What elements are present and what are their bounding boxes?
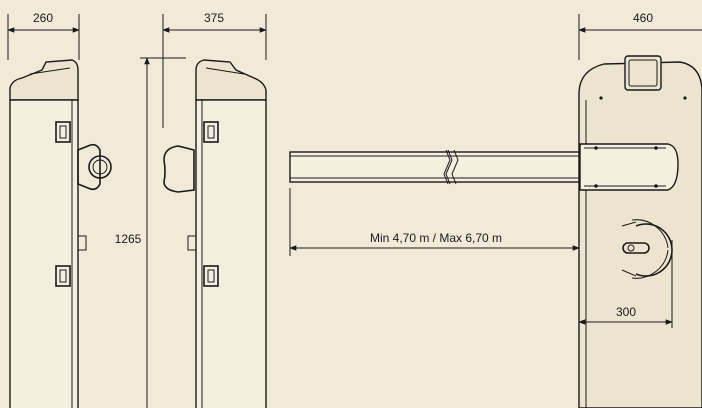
dimension-label-beam-length: Min 4,70 m / Max 6,70 m (370, 231, 502, 245)
cabinet-head-front (578, 61, 702, 408)
dimension-label-260: 260 (33, 11, 53, 25)
dimension-width-260: 260 (7, 11, 80, 60)
dimension-pivot-300: 300 (578, 240, 673, 328)
dimension-width-375: 375 (162, 11, 267, 128)
cabinet-body-middle (195, 99, 267, 408)
dimension-width-460: 460 (578, 11, 702, 60)
slot-lower-middle (203, 265, 219, 287)
side-view-left: 260 (7, 11, 112, 408)
front-view: Min 4,70 m / Max 6,70 m 460 (289, 11, 702, 408)
dimension-label-300: 300 (616, 305, 636, 319)
dimension-label-460: 460 (633, 11, 653, 25)
cabinet-cap (9, 59, 79, 101)
warning-lamp (624, 55, 662, 91)
slot-lower (55, 265, 71, 287)
barrier-beam (289, 149, 585, 185)
cabinet-cap-middle (195, 59, 267, 101)
cabinet-body (9, 99, 79, 408)
side-view-middle: 375 (162, 11, 267, 408)
hub-middle (163, 145, 195, 193)
dimension-beam-length: Min 4,70 m / Max 6,70 m (289, 188, 580, 256)
beam-mount-plate (579, 143, 679, 191)
dimension-height-1265: 1265 (115, 57, 186, 408)
dimension-label-375: 375 (204, 11, 224, 25)
hub-left (77, 143, 112, 191)
dimension-label-1265: 1265 (115, 232, 142, 246)
slot-upper (55, 121, 71, 143)
slot-upper-middle (203, 121, 219, 143)
pivot-assembly (621, 219, 673, 279)
